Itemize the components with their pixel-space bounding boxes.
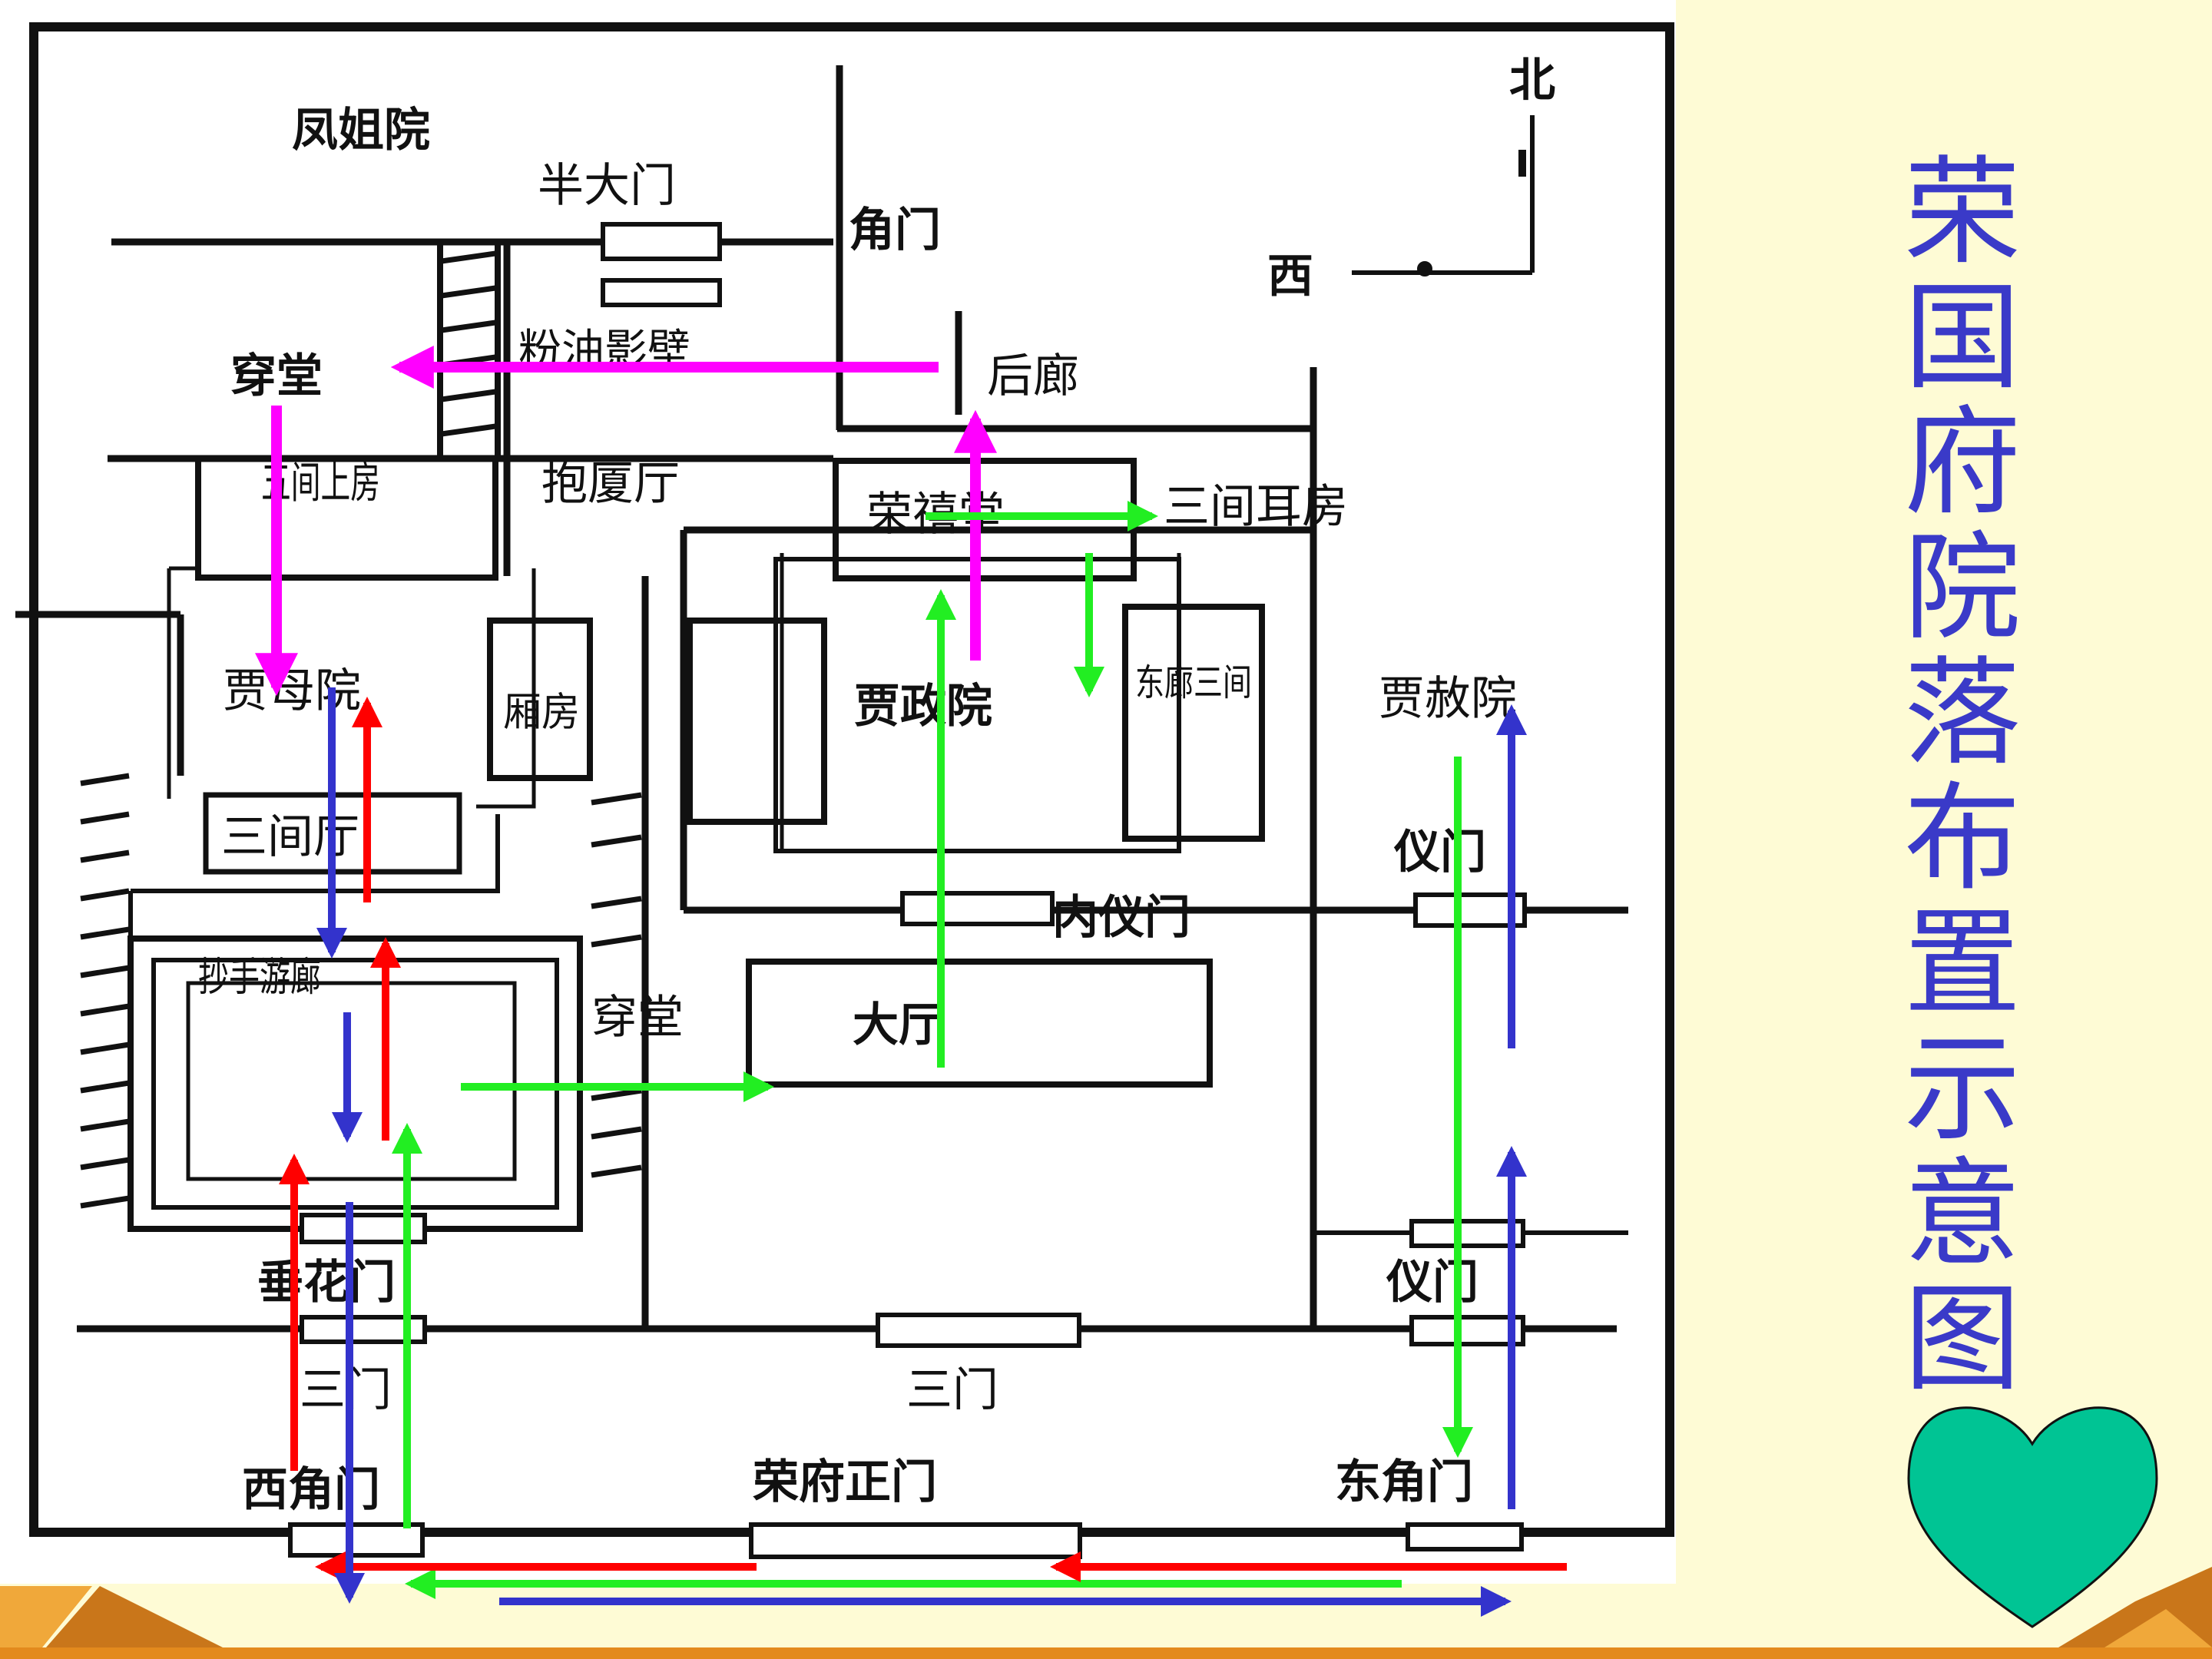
label-rongfu-zhengmen: 荣府正门 xyxy=(753,1455,937,1509)
compass-north-label: 北 xyxy=(1509,54,1555,108)
label-jiashe-yuan: 贾赦院 xyxy=(1379,672,1517,726)
label-fengjie-yuan: 凤姐院 xyxy=(292,104,430,157)
title-char: 示 xyxy=(1904,1021,2021,1157)
title-char: 置 xyxy=(1904,896,2021,1031)
compass-west-label: 西 xyxy=(1267,250,1313,303)
room-xiang-fang xyxy=(487,618,593,781)
gate-dongjiao xyxy=(1406,1522,1524,1551)
label-da-ting: 大厅 xyxy=(853,998,945,1052)
room-donglang xyxy=(1122,604,1265,842)
title-char: 落 xyxy=(1904,645,2021,781)
gate-yimen-lower-a xyxy=(1409,1219,1525,1248)
label-donglang-sanjian: 东廊三间 xyxy=(1135,661,1252,704)
gate-sanmen-center xyxy=(876,1313,1081,1348)
label-chuan-tang-top: 穿堂 xyxy=(230,349,323,403)
gate-yingbi xyxy=(601,278,722,307)
label-yi-men-upper: 仪门 xyxy=(1393,826,1486,879)
room-wujian-shangfang xyxy=(195,455,498,581)
heart-icon xyxy=(1907,1406,2158,1628)
title-char: 院 xyxy=(1904,520,2021,656)
label-hou-lang: 后廊 xyxy=(987,349,1079,403)
gate-yimen-lower-b xyxy=(1409,1315,1525,1346)
label-jiamu-yuan: 贾母院 xyxy=(223,664,361,718)
label-chuan-tang-mid: 穿堂 xyxy=(591,991,684,1045)
label-dongjiao-men: 东角门 xyxy=(1335,1455,1473,1509)
label-jiao-men-top: 角门 xyxy=(849,204,941,257)
label-chuihua-men: 垂花门 xyxy=(257,1256,396,1310)
room-court-inner xyxy=(186,981,517,1181)
title-char: 意 xyxy=(1904,1146,2021,1282)
gate-ban-damen xyxy=(601,222,722,261)
title-char: 荣 xyxy=(1904,144,2021,280)
label-baosha-ting: 抱厦厅 xyxy=(541,457,680,511)
route-magenta xyxy=(255,346,997,697)
label-jiazheng-yuan: 贾政院 xyxy=(854,680,992,733)
gate-rongfu-zhengmen xyxy=(749,1522,1082,1559)
label-sanjian-ting: 三间厅 xyxy=(221,810,359,864)
title-char: 国 xyxy=(1904,270,2021,406)
route-red xyxy=(279,697,1567,1582)
route-green xyxy=(392,501,1473,1599)
gate-yimen-upper xyxy=(1413,892,1527,928)
label-ban-damen: 半大门 xyxy=(538,159,676,213)
title-char: 布 xyxy=(1904,770,2021,906)
label-xiang-fang: 厢房 xyxy=(503,690,580,736)
gate-xijiao xyxy=(288,1522,425,1558)
title-char: 图 xyxy=(1904,1271,2021,1407)
label-sanjian-erfang: 三间耳房 xyxy=(1164,480,1348,534)
footer-decoration xyxy=(0,1567,2212,1659)
label-chaoshou-youlang: 抄手游廊 xyxy=(198,955,321,1001)
gates xyxy=(288,222,1527,1559)
label-yi-men-lower: 仪门 xyxy=(1386,1256,1479,1310)
page-title: 荣国府院落布置示意图 xyxy=(1897,150,2028,1402)
label-san-men-center: 三门 xyxy=(906,1363,998,1417)
compass-icon xyxy=(1352,115,1535,276)
label-nei-yimen: 内仪门 xyxy=(1052,891,1190,945)
room-da-ting xyxy=(746,959,1213,1088)
gate-nei-yimen xyxy=(900,891,1055,926)
route-blue xyxy=(316,687,1527,1617)
diagram-labels: 北 西 凤姐院 半大门 角门 粉油影壁 穿堂 后廊 五间上房 抱厦厅 荣禧堂 三… xyxy=(198,54,1555,1517)
corridor-hatching xyxy=(80,244,642,1209)
title-char: 府 xyxy=(1904,395,2021,531)
room-west-block xyxy=(687,618,827,825)
label-xijiao-men: 西角门 xyxy=(242,1463,380,1517)
